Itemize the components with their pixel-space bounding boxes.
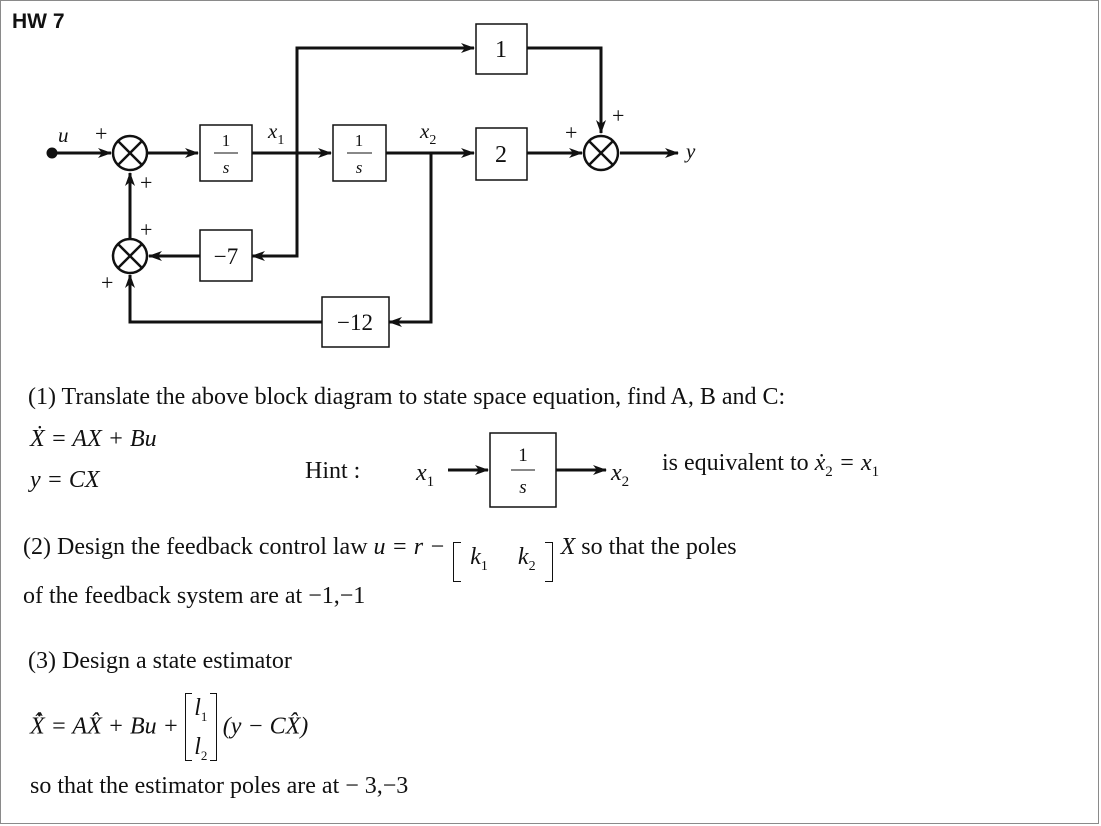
output-label: y xyxy=(684,139,696,163)
estimator-equation: X̂̇ = AX̂ + Bu + l1 l2 (y − CX̂) xyxy=(30,693,309,763)
output-equation: y = CX xyxy=(30,467,100,493)
sign-sum2-top: + xyxy=(140,217,152,242)
gain-2-label: 2 xyxy=(495,142,507,168)
gain-column-vector: l1 l2 xyxy=(184,693,217,763)
gain-minus12-block xyxy=(321,296,390,348)
gain1-to-sumout xyxy=(527,46,606,134)
hint-diagram: 1 s xyxy=(448,432,607,508)
int1-num: 1 xyxy=(222,131,231,150)
sum-junction-1 xyxy=(111,134,149,172)
question-1: (1) Translate the above block diagram to… xyxy=(28,384,786,410)
gain-1-block xyxy=(475,23,528,75)
sign-sumout-left: + xyxy=(565,120,577,145)
int2-den: s xyxy=(356,158,363,177)
question-3-line-3: so that the estimator poles are at − 3,−… xyxy=(30,773,409,799)
int1-den: s xyxy=(223,158,230,177)
control-law: u = r − xyxy=(373,534,446,560)
gain-2-block xyxy=(475,127,528,181)
question-2-line-1: (2) Design the feedback control law u = … xyxy=(23,534,737,582)
x2-label: x2 xyxy=(419,119,436,148)
sign-sum1-left: + xyxy=(95,121,107,146)
sign-sumout-top: + xyxy=(612,103,624,128)
hint-den: s xyxy=(519,477,526,498)
hint-equivalence: is equivalent to ẋ2 = x1 xyxy=(662,450,880,480)
hint-x1: x1 xyxy=(416,460,435,490)
hint-num: 1 xyxy=(518,445,528,466)
x1-to-fb1 xyxy=(251,153,299,261)
sign-sum2-bottom: + xyxy=(101,270,113,295)
fb2-to-sum2 xyxy=(125,274,322,324)
x1-label: x1 xyxy=(267,119,284,148)
sign-sum1-bottom: + xyxy=(140,170,152,195)
gain-1-label: 1 xyxy=(495,37,507,63)
question-3-line-1: (3) Design a state estimator xyxy=(28,648,292,674)
hint-x2: x2 xyxy=(611,460,630,490)
page-title: HW 7 xyxy=(12,10,65,33)
gain-minus7-block xyxy=(199,229,253,282)
sum-junction-2 xyxy=(111,237,149,275)
gain-minus12-label: −12 xyxy=(337,310,373,335)
gain-minus7-label: −7 xyxy=(214,244,238,269)
state-equation: Ẋ = AX + Bu xyxy=(30,426,157,452)
x2-to-fb2 xyxy=(388,153,433,327)
block-diagram: 1 s 1 s 1 2 −7 −12 u x1 x2 y + + + + + + xyxy=(46,23,696,348)
input-label: u xyxy=(58,123,69,147)
int2-num: 1 xyxy=(355,131,364,150)
hint-label: Hint : xyxy=(305,458,361,484)
x1-top-path xyxy=(295,43,475,153)
sum-junction-output xyxy=(582,134,620,172)
question-2-line-2: of the feedback system are at −1,−1 xyxy=(23,583,366,609)
gain-row-vector: k1 k2 xyxy=(453,542,553,582)
